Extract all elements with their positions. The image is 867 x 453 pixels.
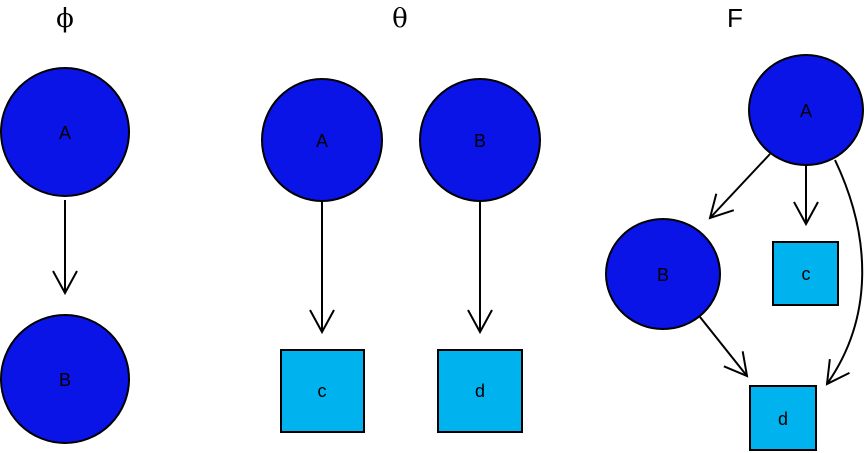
- node-a-label: A: [316, 131, 328, 151]
- panel-title-phi: ϕ: [56, 4, 74, 34]
- node-c-square: [772, 241, 839, 306]
- node-b: B: [605, 218, 721, 330]
- node-d-square: [437, 349, 523, 433]
- node-a-circle: [261, 78, 383, 202]
- node-b: B: [0, 314, 130, 444]
- node-b-label: B: [474, 131, 486, 151]
- panel-theta: θ A B c d: [261, 4, 541, 433]
- node-d-label: d: [778, 409, 788, 429]
- panel-f: F A B c d: [605, 3, 864, 451]
- node-d-square: [749, 385, 817, 451]
- panel-title-theta: θ: [392, 4, 408, 34]
- node-a: A: [0, 67, 130, 197]
- node-b-label: B: [657, 265, 669, 285]
- node-b-label: B: [59, 370, 71, 390]
- node-d: d: [437, 349, 523, 433]
- panel-phi: ϕ A B: [0, 4, 130, 444]
- node-b: B: [419, 78, 541, 202]
- node-c: c: [280, 349, 365, 433]
- node-c-square: [280, 349, 365, 433]
- node-c: c: [772, 241, 839, 306]
- node-a: A: [748, 54, 864, 166]
- node-b-circle: [419, 78, 541, 202]
- node-b-circle: [605, 218, 721, 330]
- edge-a-to-b: [708, 153, 771, 220]
- edge-a-to-d: [825, 159, 864, 386]
- node-d: d: [749, 385, 817, 451]
- node-a-circle: [0, 67, 130, 197]
- edge-b-to-d: [699, 316, 749, 378]
- node-a-label: A: [800, 101, 812, 121]
- node-c-label: c: [318, 381, 327, 401]
- node-a-label: A: [59, 123, 71, 143]
- node-a-circle: [748, 54, 864, 166]
- node-c-label: c: [802, 264, 811, 284]
- panel-title-f: F: [727, 3, 743, 33]
- node-d-label: d: [475, 381, 485, 401]
- node-a: A: [261, 78, 383, 202]
- node-b-circle: [0, 314, 130, 444]
